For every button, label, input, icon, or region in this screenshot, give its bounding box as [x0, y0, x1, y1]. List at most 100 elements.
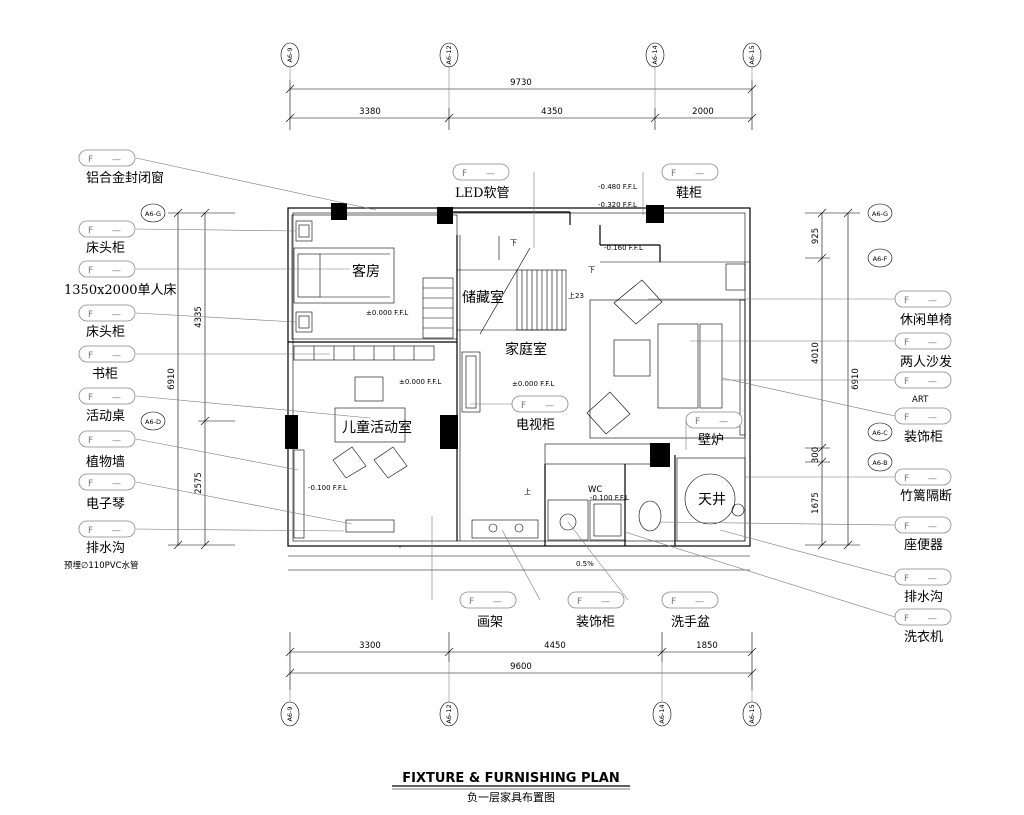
tag-f: F	[88, 393, 93, 403]
tag-f: F	[521, 401, 526, 411]
level-5: -0.100 F.F.L	[590, 494, 629, 502]
room-storage: 储藏室	[462, 289, 504, 306]
tag-dash: —	[928, 377, 937, 387]
tag-f: F	[577, 597, 582, 607]
tag-dash: —	[486, 169, 495, 179]
structural-columns	[285, 203, 670, 467]
note-pvc-pipe: 预埋∅110PVC水管	[64, 560, 139, 571]
tag-f: F	[462, 169, 467, 179]
level-8: -0.160 F.F.L	[604, 244, 643, 252]
kids-room-furniture	[293, 345, 435, 539]
grid-bottom-2: A6-12	[445, 704, 453, 723]
dim-top-total: 9730	[510, 78, 532, 88]
tag-dash: —	[928, 574, 937, 584]
dim-left-seg-2: 2575	[194, 472, 204, 494]
tag-dash: —	[719, 417, 728, 427]
note-nightstand-1: 床头柜	[86, 241, 125, 256]
down-label-2: 下	[588, 266, 595, 274]
tag-f: F	[904, 338, 909, 348]
note-easel: 画架	[477, 615, 503, 630]
bottom-dimension-chain: 3300 4450 1850 9600	[285, 632, 757, 690]
note-toilet: 座便器	[904, 538, 943, 553]
dim-left-total: 6910	[167, 368, 177, 390]
annotations-right: 休闲单椅 两人沙发 ART 装饰柜 竹篱隔断 座便器 排水沟 洗衣机	[900, 313, 952, 645]
guest-room-furniture	[293, 220, 454, 339]
down-label-1: 下	[510, 239, 517, 247]
dim-bottom-seg-2: 4450	[544, 641, 566, 651]
note-single-bed: 1350x2000单人床	[64, 283, 177, 298]
tag-f: F	[904, 522, 909, 532]
grid-right-4: A6-B	[872, 459, 887, 467]
room-kids: 儿童活动室	[342, 419, 412, 436]
slope-mark: 0.5%	[576, 560, 594, 568]
grid-left-2: A6-D	[145, 418, 161, 426]
dim-right-total: 6910	[851, 368, 861, 390]
room-patio: 天井	[698, 492, 726, 508]
grid-top-4: A6-15	[748, 45, 756, 64]
tag-texts: F — F — F — F — F — F — F — F — F — F — …	[88, 155, 937, 624]
note-washer: 洗衣机	[904, 629, 943, 645]
tag-f: F	[88, 226, 93, 236]
bottom-grid-bubbles: A6-9 A6-12 A6-14 A6-15	[280, 662, 762, 727]
tag-dash: —	[545, 401, 554, 411]
grid-right-3: A6-C	[872, 429, 888, 437]
tag-dash: —	[695, 597, 704, 607]
annotations-bottom: 画架 装饰柜 洗手盆	[477, 615, 710, 630]
plan-title: FIXTURE & FURNISHING PLAN	[402, 771, 620, 786]
note-aluminum-window: 铝合金封闭窗	[86, 170, 164, 186]
tag-dash: —	[112, 266, 121, 276]
tag-f: F	[88, 155, 93, 165]
tag-dash: —	[928, 413, 937, 423]
note-lounge-chair: 休闲单椅	[900, 313, 952, 328]
up-label-1: 上	[524, 487, 531, 496]
room-labels: 客房 储藏室 家庭室 儿童活动室 WC 天井 上23 下 下 上	[342, 239, 726, 508]
walls	[287, 207, 751, 571]
dim-right-seg-4: 1675	[811, 492, 821, 514]
tag-dash: —	[928, 522, 937, 532]
annotations-center: 电视柜 壁炉	[516, 418, 724, 448]
grid-top-3: A6-14	[651, 45, 659, 64]
note-movable-table: 活动桌	[86, 409, 125, 424]
note-decor-cabinet-right: 装饰柜	[904, 430, 943, 445]
grid-bottom-4: A6-15	[748, 704, 756, 723]
note-tv-cabinet: 电视柜	[516, 418, 555, 433]
plan-subtitle: 负一层家具布置图	[467, 790, 555, 804]
left-dimension-chain: 6910 4335 2575 A6-G A6-D	[140, 203, 235, 550]
level-1: ±0.000 F.F.L	[366, 309, 408, 317]
grid-bottom-3: A6-14	[658, 704, 666, 723]
tag-f: F	[88, 266, 93, 276]
tag-f: F	[904, 413, 909, 423]
family-room-furniture	[461, 263, 746, 436]
tag-dash: —	[112, 436, 121, 446]
top-grid-bubbles: A6-9 A6-12 A6-14 A6-15	[280, 42, 762, 108]
annotations-top: LED软管 鞋柜	[455, 185, 702, 201]
note-drain-right: 排水沟	[904, 590, 943, 605]
note-fireplace: 壁炉	[698, 433, 724, 448]
tag-dash: —	[928, 614, 937, 624]
grid-right-1: A6-G	[872, 210, 888, 218]
level-marks: ±0.000 F.F.L ±0.000 F.F.L ±0.000 F.F.L -…	[308, 183, 643, 568]
tag-f: F	[88, 310, 93, 320]
tag-dash: —	[112, 393, 121, 403]
tag-f: F	[671, 169, 676, 179]
tag-f: F	[904, 574, 909, 584]
tag-f: F	[695, 417, 700, 427]
room-guest: 客房	[352, 263, 380, 280]
tag-f: F	[904, 614, 909, 624]
tag-dash: —	[112, 155, 121, 165]
note-bookcase: 书柜	[92, 367, 118, 382]
wc-furniture	[471, 500, 662, 539]
tag-bubbles	[78, 149, 952, 626]
note-nightstand-2: 床头柜	[86, 325, 125, 340]
tag-f: F	[904, 296, 909, 306]
tag-f: F	[88, 351, 93, 361]
tag-dash: —	[112, 479, 121, 489]
tag-dash: —	[695, 169, 704, 179]
note-shoe-cabinet: 鞋柜	[676, 185, 702, 201]
stairs	[479, 236, 567, 335]
tag-dash: —	[928, 338, 937, 348]
grid-left-1: A6-G	[145, 210, 161, 218]
note-plant-wall: 植物墙	[86, 455, 125, 470]
grid-right-2: A6-F	[873, 255, 888, 263]
patio	[684, 473, 745, 525]
